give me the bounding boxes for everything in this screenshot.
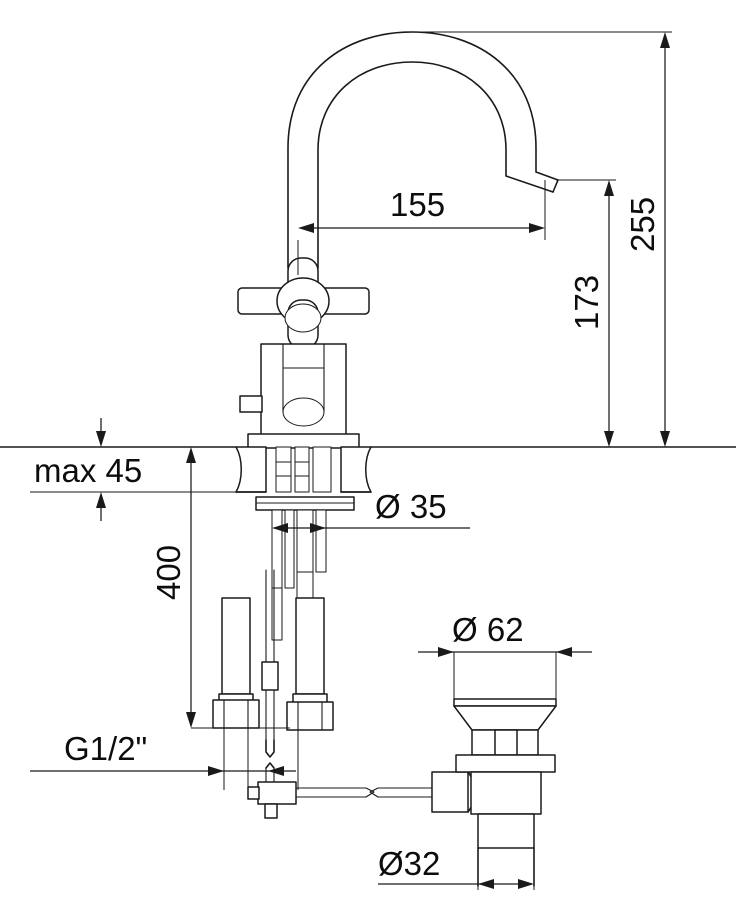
dimension-label-173: 173	[568, 275, 605, 330]
dimension-label-400: 400	[150, 545, 187, 600]
dimension-155: 155	[297, 180, 546, 275]
dimension-label-diameter-32: Ø32	[378, 845, 440, 882]
flexible-hose-left	[212, 597, 260, 729]
dimension-diameter-62: Ø 62	[418, 611, 592, 700]
mixer-body	[239, 343, 360, 449]
dimension-label-max-45: max 45	[34, 452, 142, 489]
dimension-label-diameter-35: Ø 35	[375, 488, 447, 525]
threaded-shank-assembly	[255, 446, 355, 641]
dimension-173: 173	[556, 179, 616, 447]
dimension-diameter-35: Ø 35	[272, 488, 470, 533]
dimension-label-155: 155	[390, 186, 445, 223]
dimension-g-half-inch: G1/2"	[30, 728, 299, 790]
pop-up-waste-assembly	[453, 698, 557, 887]
dimension-400: 400	[150, 446, 290, 729]
dimension-max-45: max 45	[30, 418, 236, 521]
dimension-diameter-32: Ø32	[378, 845, 535, 890]
dimension-label-g-half-inch: G1/2"	[64, 730, 147, 767]
dimension-255: 255	[412, 31, 672, 447]
dimension-label-diameter-62: Ø 62	[452, 611, 524, 648]
mounting-deck	[0, 446, 736, 493]
dimension-label-255: 255	[624, 197, 661, 252]
flexible-hose-right	[286, 597, 334, 731]
